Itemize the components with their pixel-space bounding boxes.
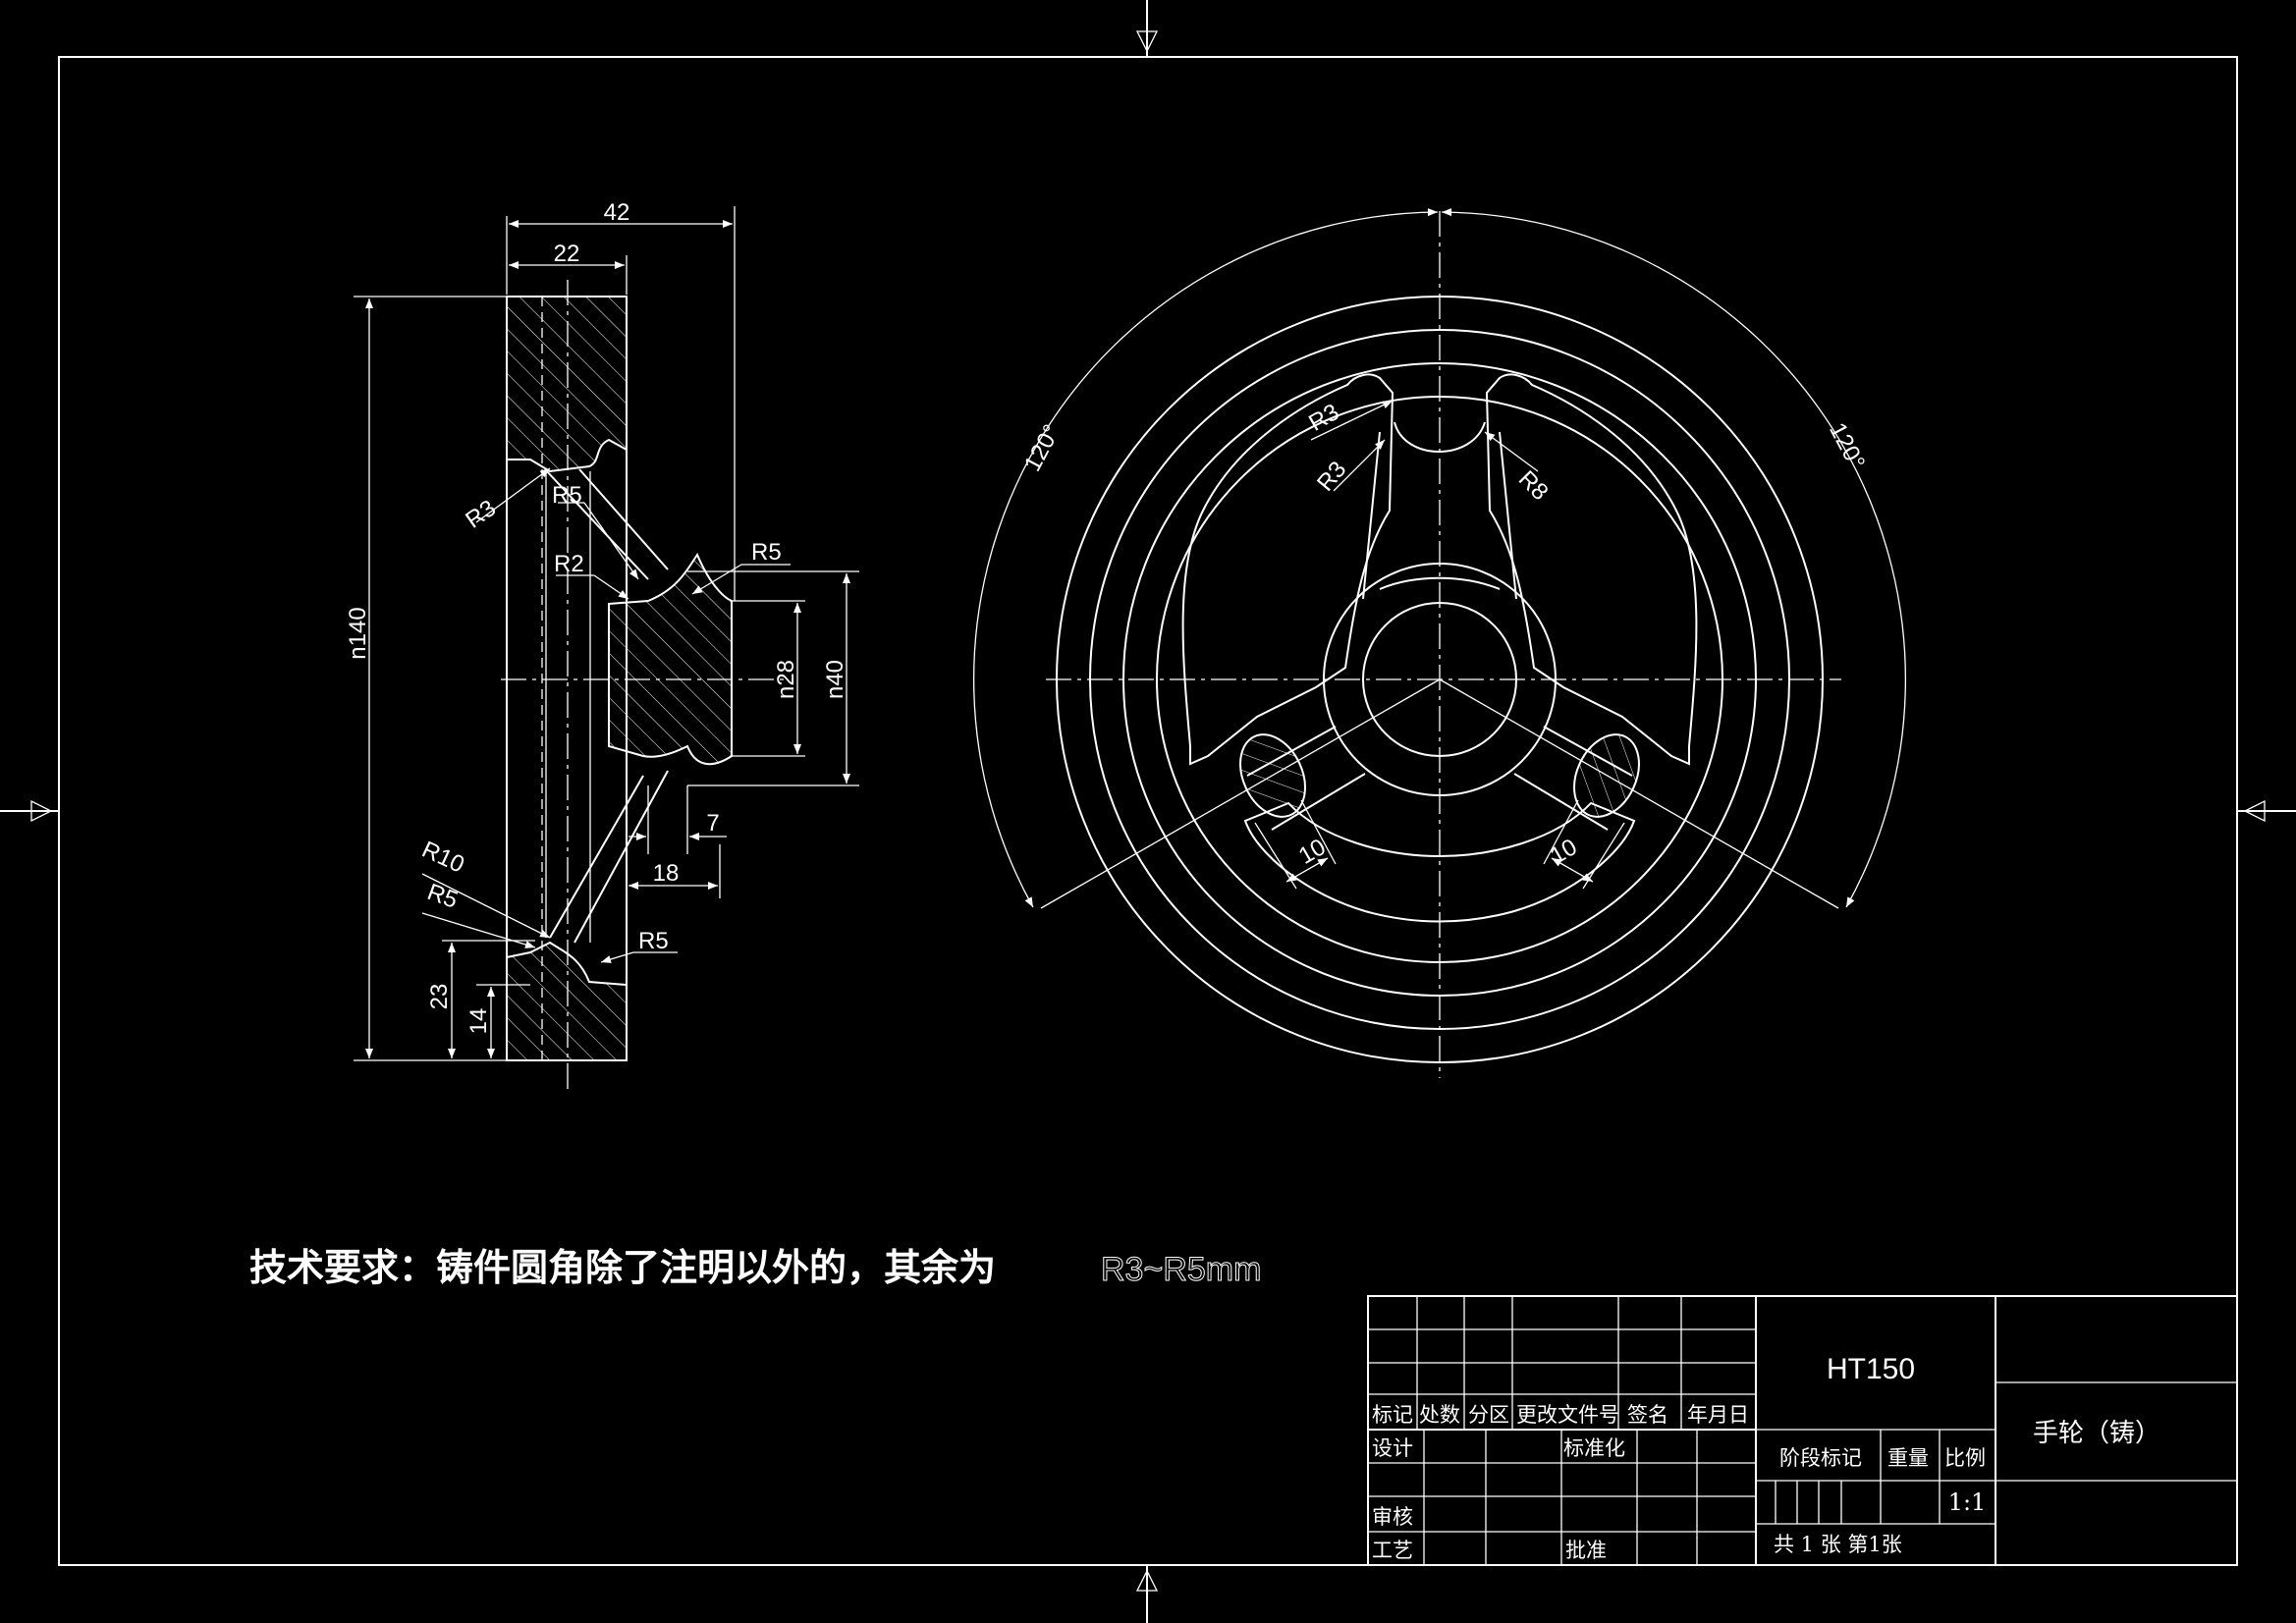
lbl-process: 工艺: [1372, 1539, 1413, 1562]
dim-spoke-right-label: 10: [1546, 834, 1582, 870]
radius-r3-side-label: R3: [461, 495, 501, 534]
radius-r10-label: R10: [418, 837, 468, 879]
lbl-approve: 批准: [1565, 1539, 1607, 1562]
dim-hub-bore: n28: [773, 603, 801, 754]
radius-r5-lower-label: R5: [638, 928, 669, 954]
hdr-docno: 更改文件号: [1516, 1403, 1619, 1427]
centering-mark-left: [0, 799, 59, 823]
hdr-sign: 签名: [1627, 1403, 1668, 1427]
dim-spoke-offset: 18: [626, 844, 721, 898]
lbl-weight: 重量: [1887, 1446, 1929, 1470]
lbl-design: 设计: [1372, 1436, 1413, 1460]
centering-mark-top: [1135, 0, 1159, 57]
radius-r5-hub-label: R5: [751, 539, 782, 566]
lbl-stage: 阶段标记: [1779, 1446, 1862, 1470]
dim-spoke-offset-label: 18: [653, 860, 680, 887]
title-block: HT150 手轮（铸） 标记 处数 分区 更改文件号 签名 年月日 设计 标准化…: [1367, 1295, 2238, 1566]
angle-right-label: 120°: [1824, 418, 1870, 474]
dim-overall-width-label: 42: [604, 199, 630, 226]
part-name-label: 手轮（铸）: [2033, 1419, 2160, 1448]
lbl-standard: 标准化: [1563, 1436, 1625, 1460]
dim-spoke-left-label: 10: [1294, 834, 1331, 870]
radius-r5-rim-label: R5: [424, 879, 462, 914]
dim-outer-diameter-label: n140: [345, 607, 371, 659]
dim-outer-diameter: n140: [345, 296, 507, 1061]
dim-rim-height: 23: [426, 940, 535, 1058]
dim-rim-inner-label: 14: [465, 1008, 492, 1035]
scale-value: 1:1: [1948, 1488, 1987, 1516]
centering-mark-bottom: [1135, 1565, 1159, 1623]
angle-left-label: 120°: [1019, 420, 1066, 476]
front-view: 120° 120° R3 R3 R8 10 10: [973, 208, 1906, 1078]
side-section-view: 42 22 n140 n28 n40: [345, 199, 859, 1095]
lbl-review: 审核: [1372, 1505, 1413, 1529]
dim-hub-outer: n40: [687, 570, 859, 786]
hdr-zone: 分区: [1468, 1403, 1509, 1427]
dim-rim-height-label: 23: [426, 984, 453, 1010]
dim-overall-width: 42: [506, 199, 736, 601]
technical-note: 技术要求：铸件圆角除了注明以外的，其余为 R3~R5mm: [249, 1245, 1262, 1289]
hdr-mark: 标记: [1372, 1403, 1413, 1427]
centering-mark-right: [2237, 799, 2296, 823]
dim-rim-width: 22: [509, 241, 628, 295]
dim-rim-inner: 14: [465, 984, 530, 1058]
dim-hub-offset-label: 7: [706, 810, 719, 837]
sheet-count: 共 1 张 第1张: [1774, 1533, 1902, 1556]
dim-hub-offset: 7: [629, 785, 727, 854]
hdr-count: 处数: [1419, 1403, 1460, 1427]
lbl-scale: 比例: [1944, 1446, 1986, 1470]
radius-r5-top-label: R5: [552, 482, 582, 509]
dim-hub-outer-label: n40: [822, 660, 848, 699]
dim-hub-bore-label: n28: [773, 660, 799, 699]
tech-requirement-text: 技术要求：铸件圆角除了注明以外的，其余为: [249, 1245, 996, 1289]
dim-rim-width-label: 22: [554, 241, 580, 267]
radius-r8-label: R8: [1513, 465, 1554, 506]
material-label: HT150: [1827, 1353, 1915, 1385]
hdr-date: 年月日: [1687, 1403, 1749, 1427]
radius-r3-inner-label: R3: [1312, 457, 1351, 497]
radius-r2-label: R2: [554, 551, 584, 577]
tech-requirement-value: R3~R5mm: [1101, 1251, 1261, 1288]
